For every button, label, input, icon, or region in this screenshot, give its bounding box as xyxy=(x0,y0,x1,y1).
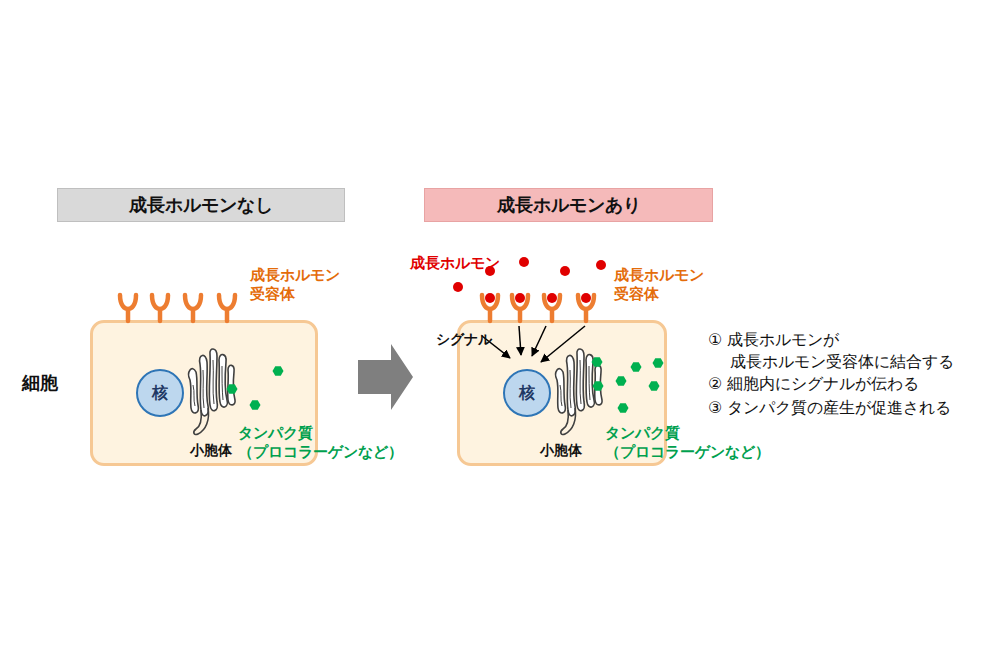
receptor-symbol xyxy=(544,295,560,321)
transition-arrow xyxy=(358,344,413,410)
cell-box: 小胞体タンパク質 （プロコラーゲンなど）核 xyxy=(90,320,318,466)
hormone-dot xyxy=(519,257,529,267)
receptor-symbol xyxy=(120,295,136,321)
hormone-label: 成長ホルモン xyxy=(410,254,500,273)
protein-hexagon xyxy=(592,357,603,367)
hormone-dot xyxy=(453,282,463,292)
protein-hexagon xyxy=(653,358,664,368)
step-text: ③ タンパク質の産生が促進される xyxy=(708,397,988,419)
hormone-dot xyxy=(515,293,525,303)
hormone-dot xyxy=(581,293,591,303)
signal-arrow xyxy=(519,326,521,355)
protein-hexagon xyxy=(227,384,238,394)
nucleus-circle: 核 xyxy=(136,369,184,417)
organelle-label: 小胞体 xyxy=(190,442,232,460)
er-illustration xyxy=(556,349,602,435)
header-box: 成長ホルモンあり xyxy=(424,188,713,222)
protein-hexagon xyxy=(250,400,261,410)
protein-label: タンパク質 （プロコラーゲンなど） xyxy=(605,424,783,462)
receptor-symbol xyxy=(512,295,528,321)
protein-hexagon xyxy=(631,362,642,372)
organelle-label: 小胞体 xyxy=(540,442,582,460)
receptor-symbol xyxy=(219,295,235,321)
step-text: ① 成長ホルモンが 成長ホルモン受容体に結合する xyxy=(708,329,988,373)
cell-label: 細胞 xyxy=(22,372,58,395)
receptor-label: 成長ホルモン 受容体 xyxy=(614,266,724,304)
hormone-dot xyxy=(485,293,495,303)
receptor-symbol xyxy=(482,295,498,321)
er-illustration xyxy=(189,349,235,435)
signal-arrow xyxy=(541,326,585,362)
protein-hexagon xyxy=(273,366,284,376)
protein-hexagon xyxy=(618,403,629,413)
hormone-dot xyxy=(560,266,570,276)
header-text: 成長ホルモンあり xyxy=(497,194,641,217)
protein-hexagon xyxy=(616,376,627,386)
protein-hexagon xyxy=(649,381,660,391)
nucleus-label: 核 xyxy=(152,383,168,403)
header-text: 成長ホルモンなし xyxy=(129,194,273,217)
signal-arrows xyxy=(482,326,585,362)
hormone-dot xyxy=(596,260,606,270)
hormone-dot xyxy=(547,293,557,303)
receptor-symbol xyxy=(152,295,168,321)
protein-label: タンパク質 （プロコラーゲンなど） xyxy=(238,424,416,462)
receptor-symbol xyxy=(578,295,594,321)
nucleus-label: 核 xyxy=(519,383,535,403)
nucleus-circle: 核 xyxy=(503,369,551,417)
edge-group xyxy=(358,344,413,410)
signal-arrow xyxy=(532,326,546,356)
receptor-symbol xyxy=(185,295,201,321)
protein-hexagon xyxy=(593,381,604,391)
signal-label: シグナル xyxy=(436,331,492,349)
step-text: ② 細胞内にシグナルが伝わる xyxy=(708,373,988,395)
header-box: 成長ホルモンなし xyxy=(57,188,345,222)
receptor-label: 成長ホルモン 受容体 xyxy=(250,266,360,304)
